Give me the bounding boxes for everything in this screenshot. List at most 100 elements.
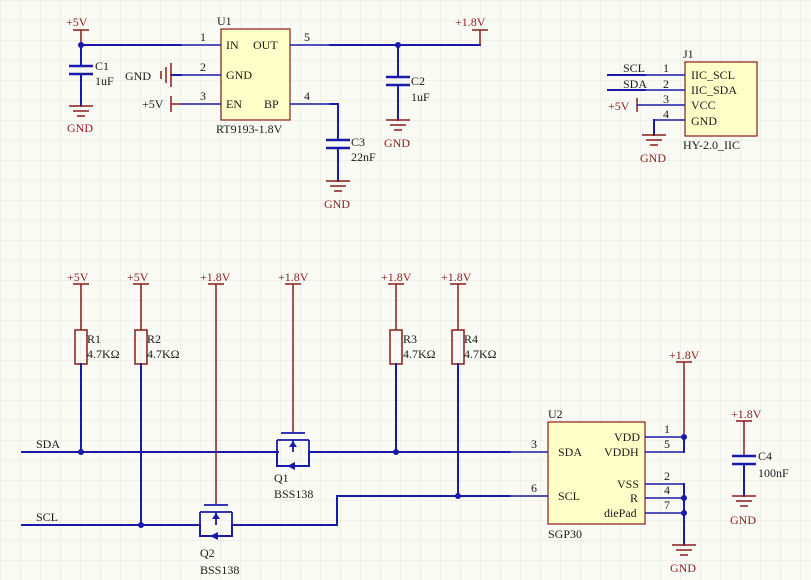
u2-pin-name: VDDH: [604, 445, 639, 459]
r3-value: 4.7KΩ: [403, 347, 436, 361]
u2-pin-name: SDA: [558, 445, 582, 459]
u2-ref: U2: [548, 407, 563, 421]
gnd-label: GND: [640, 151, 666, 165]
u2-pin-num: 6: [531, 481, 537, 495]
j1-body: [684, 61, 758, 137]
power-port-1v8-q2: +1.8V: [200, 270, 231, 505]
power-port-5v-en: +5V: [142, 96, 181, 112]
u1-pin-name: IN: [226, 38, 239, 52]
power-label: +1.8V: [441, 270, 472, 284]
j1-pin-name: GND: [691, 114, 717, 128]
u2-pin-num: 3: [531, 437, 537, 451]
c4-ref: C4: [758, 449, 772, 463]
power-port-1v8-r3: +1.8V: [381, 270, 412, 330]
u1-pin-name: BP: [264, 97, 279, 111]
r4-value: 4.7KΩ: [464, 347, 497, 361]
power-port-1v8-u2: +1.8V: [669, 348, 700, 437]
net-label-sda: SDA: [36, 437, 60, 451]
u2-body: [547, 421, 646, 525]
power-label: +1.8V: [455, 15, 486, 29]
power-label: +5V: [608, 99, 630, 113]
u2-pin-num: 5: [664, 437, 670, 451]
gnd-label: GND: [125, 69, 151, 83]
j1-pin-num: 2: [663, 77, 669, 91]
r4-ref: R4: [464, 332, 478, 346]
junction: [681, 434, 687, 440]
ground-c1: GND: [67, 105, 93, 135]
c4-value: 100nF: [758, 466, 789, 480]
c2-value: 1uF: [411, 90, 430, 104]
u1-pin-num: 3: [200, 89, 206, 103]
c1-value: 1uF: [95, 74, 114, 88]
power-port-5v-r2: +5V: [127, 270, 149, 330]
u2-pin-name: VDD: [614, 430, 640, 444]
u2-pin-num: 1: [664, 422, 670, 436]
power-label: +1.8V: [278, 270, 309, 284]
power-label: +1.8V: [731, 407, 762, 421]
u2-pin-num: 4: [664, 483, 670, 497]
j1-ref: J1: [683, 47, 694, 61]
gnd-label: GND: [730, 513, 756, 527]
u2-pin-num: 7: [664, 498, 670, 512]
resistor-r1: R1 4.7KΩ: [74, 329, 120, 453]
u2-value: SGP30: [548, 527, 582, 541]
u1-ref: U1: [217, 14, 232, 28]
r2-ref: R2: [147, 332, 161, 346]
ground-u2: GND: [670, 544, 696, 575]
sensor-u2: U2 SGP30 3 SDA 6 SCL 1 VDD 5 VDDH 2 VSS …: [510, 348, 700, 575]
u1-pin-num: 5: [304, 30, 310, 44]
q1-ref: Q1: [274, 471, 289, 485]
r2-value: 4.7KΩ: [147, 347, 180, 361]
power-label: +5V: [142, 97, 164, 111]
u1-pin-name: GND: [226, 68, 252, 82]
c3-value: 22nF: [351, 150, 376, 164]
resistor-r4: R4 4.7KΩ: [451, 329, 497, 497]
mosfet-q1: Q1 BSS138: [274, 432, 313, 501]
r3-ref: R3: [403, 332, 417, 346]
level-shifter-section: SDA SCL +5V R1 4.7KΩ +5V R2 4.7KΩ: [21, 270, 511, 577]
power-port-5v-c1: +5V: [66, 15, 89, 45]
j1-pin-name: IIC_SCL: [691, 68, 735, 82]
q2-value: BSS138: [200, 563, 239, 577]
capacitor-c3: C3 22nF: [326, 135, 376, 182]
j1-pin-name: VCC: [691, 98, 716, 112]
c3-ref: C3: [351, 135, 365, 149]
connector-j1: J1 HY-2.0_IIC SCL 1 IIC_SCL SDA 2 IIC_SD…: [607, 47, 758, 165]
ground-c2: GND: [384, 119, 410, 150]
u1-value: RT9193-1.8V: [216, 122, 283, 136]
power-port-5v-r1: +5V: [67, 270, 89, 330]
ground-u1-pin2: GND: [125, 63, 182, 87]
u1-pin-num: 1: [200, 30, 206, 44]
capacitor-c4-section: +1.8V C4 100nF GND: [730, 407, 789, 527]
gnd-label: GND: [670, 561, 696, 575]
ground-c3: GND: [324, 180, 350, 211]
capacitor-c2: C2 1uF: [386, 74, 430, 121]
net-label-scl: SCL: [623, 61, 645, 75]
resistor-r2: R2 4.7KΩ: [134, 329, 180, 526]
power-port-1v8-r4: +1.8V: [441, 270, 472, 330]
c1-ref: C1: [95, 59, 109, 73]
junction: [455, 493, 461, 499]
power-label: +5V: [127, 270, 149, 284]
j1-pin-num: 4: [663, 107, 669, 121]
j1-pin-num: 1: [663, 61, 669, 75]
u1-pin-name: OUT: [253, 38, 278, 52]
r1-value: 4.7KΩ: [87, 347, 120, 361]
power-port-1v8-q1: +1.8V: [278, 270, 309, 433]
u2-pin-name: R: [630, 491, 638, 505]
junction: [78, 449, 84, 455]
u2-pin-name: diePad: [604, 506, 637, 520]
mosfet-q2: Q2 BSS138: [199, 504, 239, 577]
q2-ref: Q2: [200, 546, 215, 560]
u2-pin-name: VSS: [617, 477, 639, 491]
power-label: +1.8V: [200, 270, 231, 284]
r1-ref: R1: [87, 332, 101, 346]
u2-pin-num: 2: [664, 469, 670, 483]
power-label: +1.8V: [381, 270, 412, 284]
net-label-sda: SDA: [623, 77, 647, 91]
u1-pin-num: 2: [200, 60, 206, 74]
power-label: +5V: [67, 270, 89, 284]
capacitor-c1: C1 1uF: [69, 59, 114, 107]
gnd-label: GND: [67, 121, 93, 135]
